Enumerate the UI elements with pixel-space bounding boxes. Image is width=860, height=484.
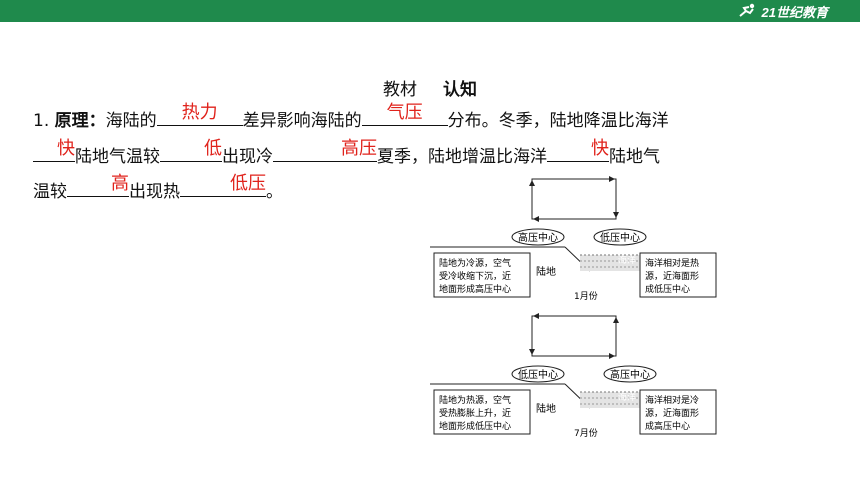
sea-note-line: 源，近海面形 (645, 407, 699, 419)
right-pressure-label: 低压中心 (600, 231, 640, 244)
label-colon: ： (88, 111, 106, 131)
answer-text: 快 (57, 138, 75, 159)
month-label: 1月份 (574, 290, 598, 302)
land-note-line: 受冷收缩下沉，近 (439, 270, 511, 282)
text-segment: 出现热 (129, 182, 180, 202)
sea-note-box (639, 252, 717, 298)
text-segment: 。 (266, 182, 283, 202)
item-label: 原理 (54, 111, 89, 131)
circulation-loop (531, 315, 617, 357)
answer-text: 低压 (230, 173, 266, 194)
text-segment: 出现冷 (222, 147, 273, 167)
sea-note-box (639, 389, 717, 435)
item-number: 1. (33, 111, 50, 131)
pressure-center-ellipse (593, 228, 647, 246)
pressure-center-ellipse (603, 365, 657, 383)
pressure-center-ellipse (511, 228, 565, 246)
answer-text: 快 (591, 138, 609, 159)
answer-blank: 热力 (156, 102, 243, 126)
answer-blank: 快 (33, 138, 75, 162)
circulation-loop (531, 178, 617, 220)
right-pressure-label: 高压中心 (610, 368, 650, 381)
sea-note-line: 海洋相对是冷 (645, 394, 699, 406)
text-segment: 海陆的 (105, 111, 157, 131)
text-segment: 差异影响海陆的 (242, 111, 362, 131)
answer-blank: 低压 (180, 173, 266, 197)
land-note-line: 受热膨胀上升，近 (439, 407, 511, 419)
text-segment: 夏季，陆地增温比海洋 (377, 147, 547, 167)
text-segment: 温较 (33, 182, 67, 202)
heading-part1: 教材 (383, 80, 417, 100)
section-heading: 教材 认知 (0, 75, 860, 100)
sea-note-line: 源，近海面形 (645, 270, 699, 282)
answer-blank: 气压 (361, 102, 448, 126)
text-segment: 陆地气温较 (75, 147, 160, 167)
text-segment: 陆地气 (609, 147, 660, 167)
sea-note-line: 成低压中心 (645, 283, 690, 295)
answer-text: 高 (111, 173, 129, 194)
sea-note-line: 海洋相对是热 (645, 257, 699, 269)
left-pressure-label: 低压中心 (518, 368, 558, 381)
logo-text: 21世纪教育 (761, 4, 828, 20)
land-note-line: 陆地为热源，空气 (439, 394, 511, 406)
land-note-line: 陆地为冷源，空气 (439, 257, 511, 269)
answer-blank: 高压 (273, 138, 377, 162)
runner-icon (738, 3, 754, 17)
land-note-line: 地面形成低压中心 (439, 420, 511, 432)
answer-text: 气压 (386, 102, 423, 123)
january-panel: 高压中心 低压中心 陆地 海洋 陆地为冷源，空气 受冷收缩下沉，近 地面形成高压… (430, 176, 717, 302)
answer-text: 热力 (181, 102, 218, 123)
principle-line-3: 温较 高出现热 低压。 (33, 173, 283, 203)
answer-blank: 低 (160, 138, 222, 162)
principle-line-1: 1. 原理：海陆的 热力 差异影响海陆的 气压 分布。冬季，陆地降温比海洋 (33, 102, 669, 132)
text-segment: 分布。冬季，陆地降温比海洋 (447, 111, 669, 131)
month-label: 7月份 (574, 427, 598, 439)
answer-blank: 高 (67, 173, 129, 197)
heading-part2: 认知 (443, 80, 477, 100)
land-note-line: 地面形成高压中心 (439, 283, 511, 295)
monsoon-diagram: 高压中心 低压中心 陆地 海洋 陆地为冷源，空气 受冷收缩下沉，近 地面形成高压… (430, 176, 717, 439)
land-label: 陆地 (536, 402, 556, 415)
pressure-center-ellipse (511, 365, 565, 383)
sea-note-line: 成高压中心 (645, 420, 690, 432)
july-panel: 低压中心 高压中心 陆地 海洋 陆地为热源，空气 受热膨胀上升，近 地面形成低压… (430, 313, 717, 439)
brand-logo: 21世纪教育 (737, 2, 828, 20)
sea-label: 海洋 (618, 254, 636, 266)
left-pressure-label: 高压中心 (518, 231, 558, 244)
answer-text: 高压 (341, 138, 377, 159)
sea-label: 海洋 (618, 391, 636, 403)
land-note-box (433, 252, 531, 298)
land-label: 陆地 (536, 265, 556, 278)
principle-line-2: 快陆地气温较低出现冷高压夏季，陆地增温比海洋快陆地气 (33, 138, 660, 168)
top-banner: 21世纪教育 (0, 0, 860, 22)
answer-blank: 快 (547, 138, 609, 162)
land-note-box (433, 389, 531, 435)
answer-text: 低 (204, 138, 222, 159)
